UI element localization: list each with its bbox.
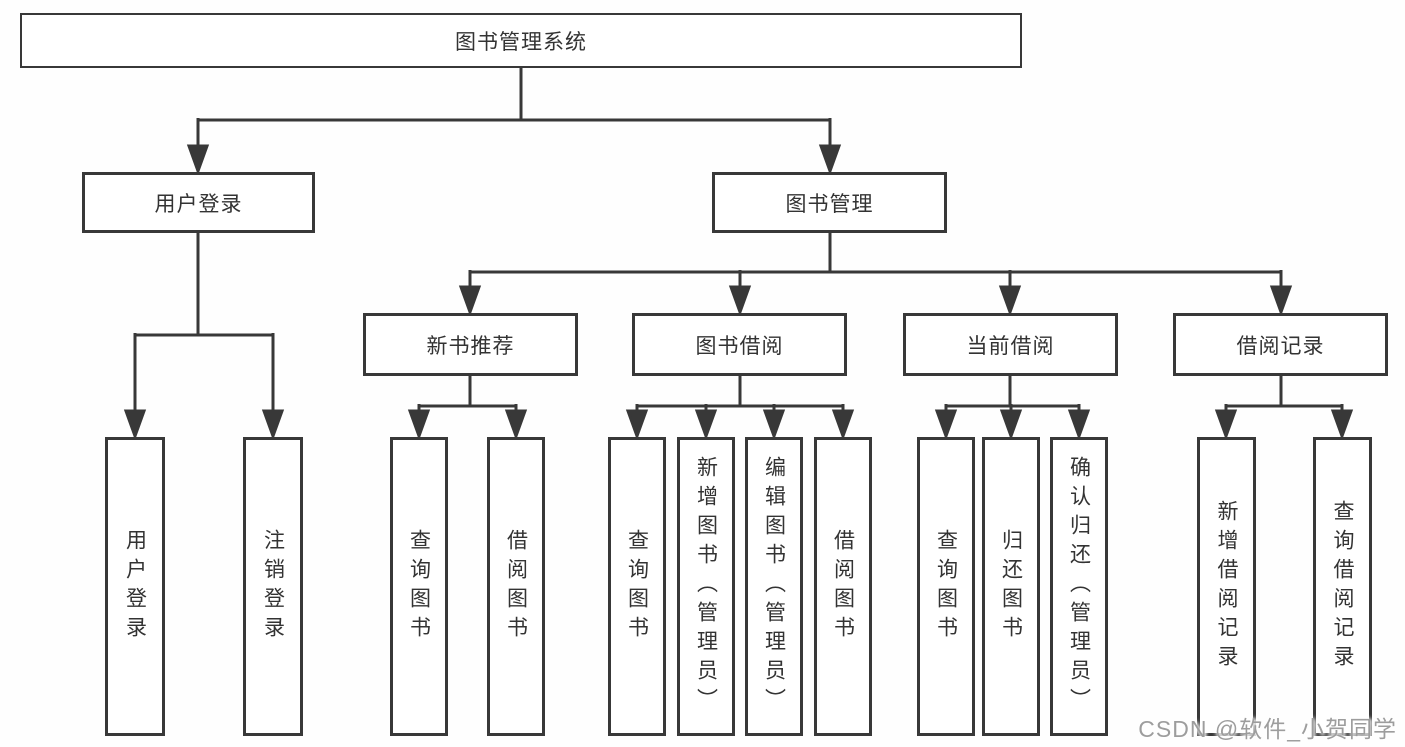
node-book-management-label: 图书管理 xyxy=(785,192,874,216)
connector-root-to-level2 xyxy=(186,68,842,176)
node-user-login-label: 用户登录 xyxy=(154,192,243,216)
leaf-borrow-edit-books-admin-label: 编辑图书（管理员） xyxy=(762,456,786,717)
node-root-system: 图书管理系统 xyxy=(20,13,1022,68)
node-book-borrowing-label: 图书借阅 xyxy=(695,334,784,358)
leaf-current-return-books-label: 归还图书 xyxy=(999,528,1023,645)
leaf-logout: 注销登录 xyxy=(243,437,303,736)
connector-mgmt-to-level3 xyxy=(458,233,1293,317)
leaf-current-return-books: 归还图书 xyxy=(982,437,1040,736)
leaf-newbook-query-books: 查询图书 xyxy=(390,437,448,736)
leaf-newbook-query-books-label: 查询图书 xyxy=(407,528,431,645)
node-user-login: 用户登录 xyxy=(82,172,315,233)
leaf-current-confirm-return-admin: 确认归还（管理员） xyxy=(1050,437,1108,736)
node-borrowing-records-label: 借阅记录 xyxy=(1236,334,1325,358)
leaf-newbook-borrow-books-label: 借阅图书 xyxy=(504,528,528,645)
leaf-borrow-borrow-books: 借阅图书 xyxy=(814,437,872,736)
leaf-borrow-query-books-label: 查询图书 xyxy=(625,528,649,645)
connector-borrow-to-leaves xyxy=(625,376,855,441)
node-borrowing-records: 借阅记录 xyxy=(1173,313,1388,376)
leaf-current-query-books: 查询图书 xyxy=(917,437,975,736)
leaf-records-add-record: 新增借阅记录 xyxy=(1197,437,1256,736)
node-book-borrowing: 图书借阅 xyxy=(632,313,847,376)
node-new-book-recommend: 新书推荐 xyxy=(363,313,578,376)
leaf-newbook-borrow-books: 借阅图书 xyxy=(487,437,545,736)
node-current-borrowing-label: 当前借阅 xyxy=(966,334,1055,358)
leaf-logout-label: 注销登录 xyxy=(261,528,285,645)
leaf-borrow-add-books-admin-label: 新增图书（管理员） xyxy=(694,456,718,717)
leaf-current-query-books-label: 查询图书 xyxy=(934,528,958,645)
connector-newbook-to-leaves xyxy=(407,376,528,441)
connector-records-to-leaves xyxy=(1214,376,1354,441)
node-root-label: 图书管理系统 xyxy=(455,30,587,54)
leaf-records-query-record: 查询借阅记录 xyxy=(1313,437,1372,736)
leaf-borrow-add-books-admin: 新增图书（管理员） xyxy=(677,437,735,736)
leaf-borrow-query-books: 查询图书 xyxy=(608,437,666,736)
leaf-records-add-record-label: 新增借阅记录 xyxy=(1215,499,1238,674)
leaf-borrow-borrow-books-label: 借阅图书 xyxy=(831,528,855,645)
leaf-user-login: 用户登录 xyxy=(105,437,165,736)
leaf-current-confirm-return-admin-label: 确认归还（管理员） xyxy=(1067,456,1091,717)
leaf-borrow-edit-books-admin: 编辑图书（管理员） xyxy=(745,437,803,736)
connector-login-to-leaves xyxy=(123,233,285,441)
leaf-user-login-label: 用户登录 xyxy=(123,528,147,645)
connector-current-to-leaves xyxy=(934,376,1091,441)
node-book-management: 图书管理 xyxy=(712,172,947,233)
node-new-book-recommend-label: 新书推荐 xyxy=(426,334,515,358)
csdn-watermark: CSDN @软件_小贺同学 xyxy=(1138,716,1397,742)
leaf-records-query-record-label: 查询借阅记录 xyxy=(1331,499,1354,674)
node-current-borrowing: 当前借阅 xyxy=(903,313,1118,376)
